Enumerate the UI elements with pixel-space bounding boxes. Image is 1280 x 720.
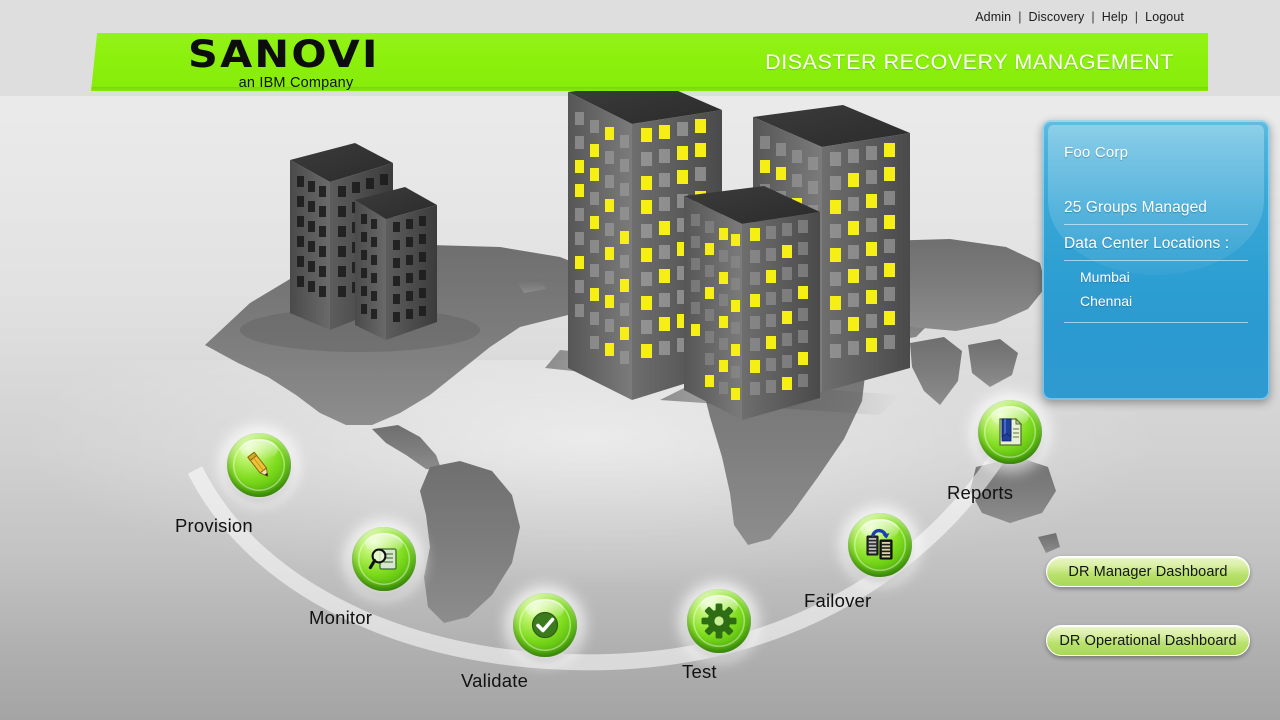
- panel-divider: [1064, 224, 1248, 225]
- monitor-orb[interactable]: [352, 527, 416, 591]
- header-banner: SANOVI an IBM Company DISASTER RECOVERY …: [91, 33, 1208, 91]
- location-item[interactable]: Chennai: [1080, 293, 1133, 309]
- nav-help[interactable]: Help: [1101, 9, 1128, 24]
- server-transfer-icon: [866, 528, 893, 560]
- top-utility-nav: Admin | Discovery | Help | Logout: [0, 0, 1280, 33]
- nav-separator: |: [1134, 9, 1139, 24]
- reports-orb[interactable]: [978, 400, 1042, 464]
- workflow-node-validate[interactable]: Validate: [461, 593, 577, 691]
- panel-divider: [1064, 260, 1248, 261]
- failover-orb[interactable]: [848, 513, 912, 577]
- test-label: Test: [682, 661, 717, 682]
- building-tall-right: [753, 105, 910, 392]
- building-small-a: [290, 143, 393, 330]
- dr-manager-dashboard-button[interactable]: DR Manager Dashboard: [1046, 556, 1250, 587]
- building-tall-left: [568, 81, 722, 400]
- gear-icon: [701, 603, 737, 639]
- check-circle-icon: [531, 611, 559, 639]
- workflow-node-provision[interactable]: Provision: [175, 433, 291, 536]
- report-document-icon: [999, 417, 1023, 446]
- workflow-node-failover[interactable]: Failover: [804, 513, 912, 611]
- magnifier-document-icon: [368, 548, 397, 570]
- workflow-node-test[interactable]: Test: [682, 589, 751, 682]
- customer-info-panel: Foo Corp 25 Groups Managed Data Center L…: [1042, 120, 1270, 400]
- provision-orb[interactable]: [227, 433, 291, 497]
- failover-label: Failover: [804, 590, 872, 611]
- validate-label: Validate: [461, 670, 529, 691]
- page-title: DISASTER RECOVERY MANAGEMENT: [765, 50, 1174, 74]
- location-item[interactable]: Mumbai: [1080, 269, 1130, 285]
- workflow-node-reports[interactable]: Reports: [947, 400, 1042, 503]
- provision-label: Provision: [175, 515, 253, 536]
- reports-label: Reports: [947, 482, 1014, 503]
- data-center-locations-label: Data Center Locations :: [1064, 235, 1230, 252]
- monitor-label: Monitor: [309, 607, 373, 628]
- validate-orb[interactable]: [513, 593, 577, 657]
- pencil-icon: [247, 451, 269, 477]
- nav-logout[interactable]: Logout: [1145, 9, 1184, 24]
- groups-managed: 25 Groups Managed: [1064, 199, 1208, 216]
- nav-separator: |: [1018, 9, 1022, 24]
- nav-discovery[interactable]: Discovery: [1028, 9, 1085, 24]
- nav-admin[interactable]: Admin: [975, 9, 1012, 24]
- dr-operational-dashboard-button[interactable]: DR Operational Dashboard: [1046, 625, 1250, 656]
- workflow-node-monitor[interactable]: Monitor: [309, 527, 416, 628]
- building-small-b: [355, 187, 437, 340]
- panel-divider: [1064, 322, 1248, 323]
- ground-plane-sheen: [0, 360, 1280, 720]
- nav-separator: |: [1091, 9, 1095, 24]
- test-orb[interactable]: [687, 589, 751, 653]
- company-name: Foo Corp: [1064, 144, 1129, 161]
- building-tall-centre: [684, 186, 820, 420]
